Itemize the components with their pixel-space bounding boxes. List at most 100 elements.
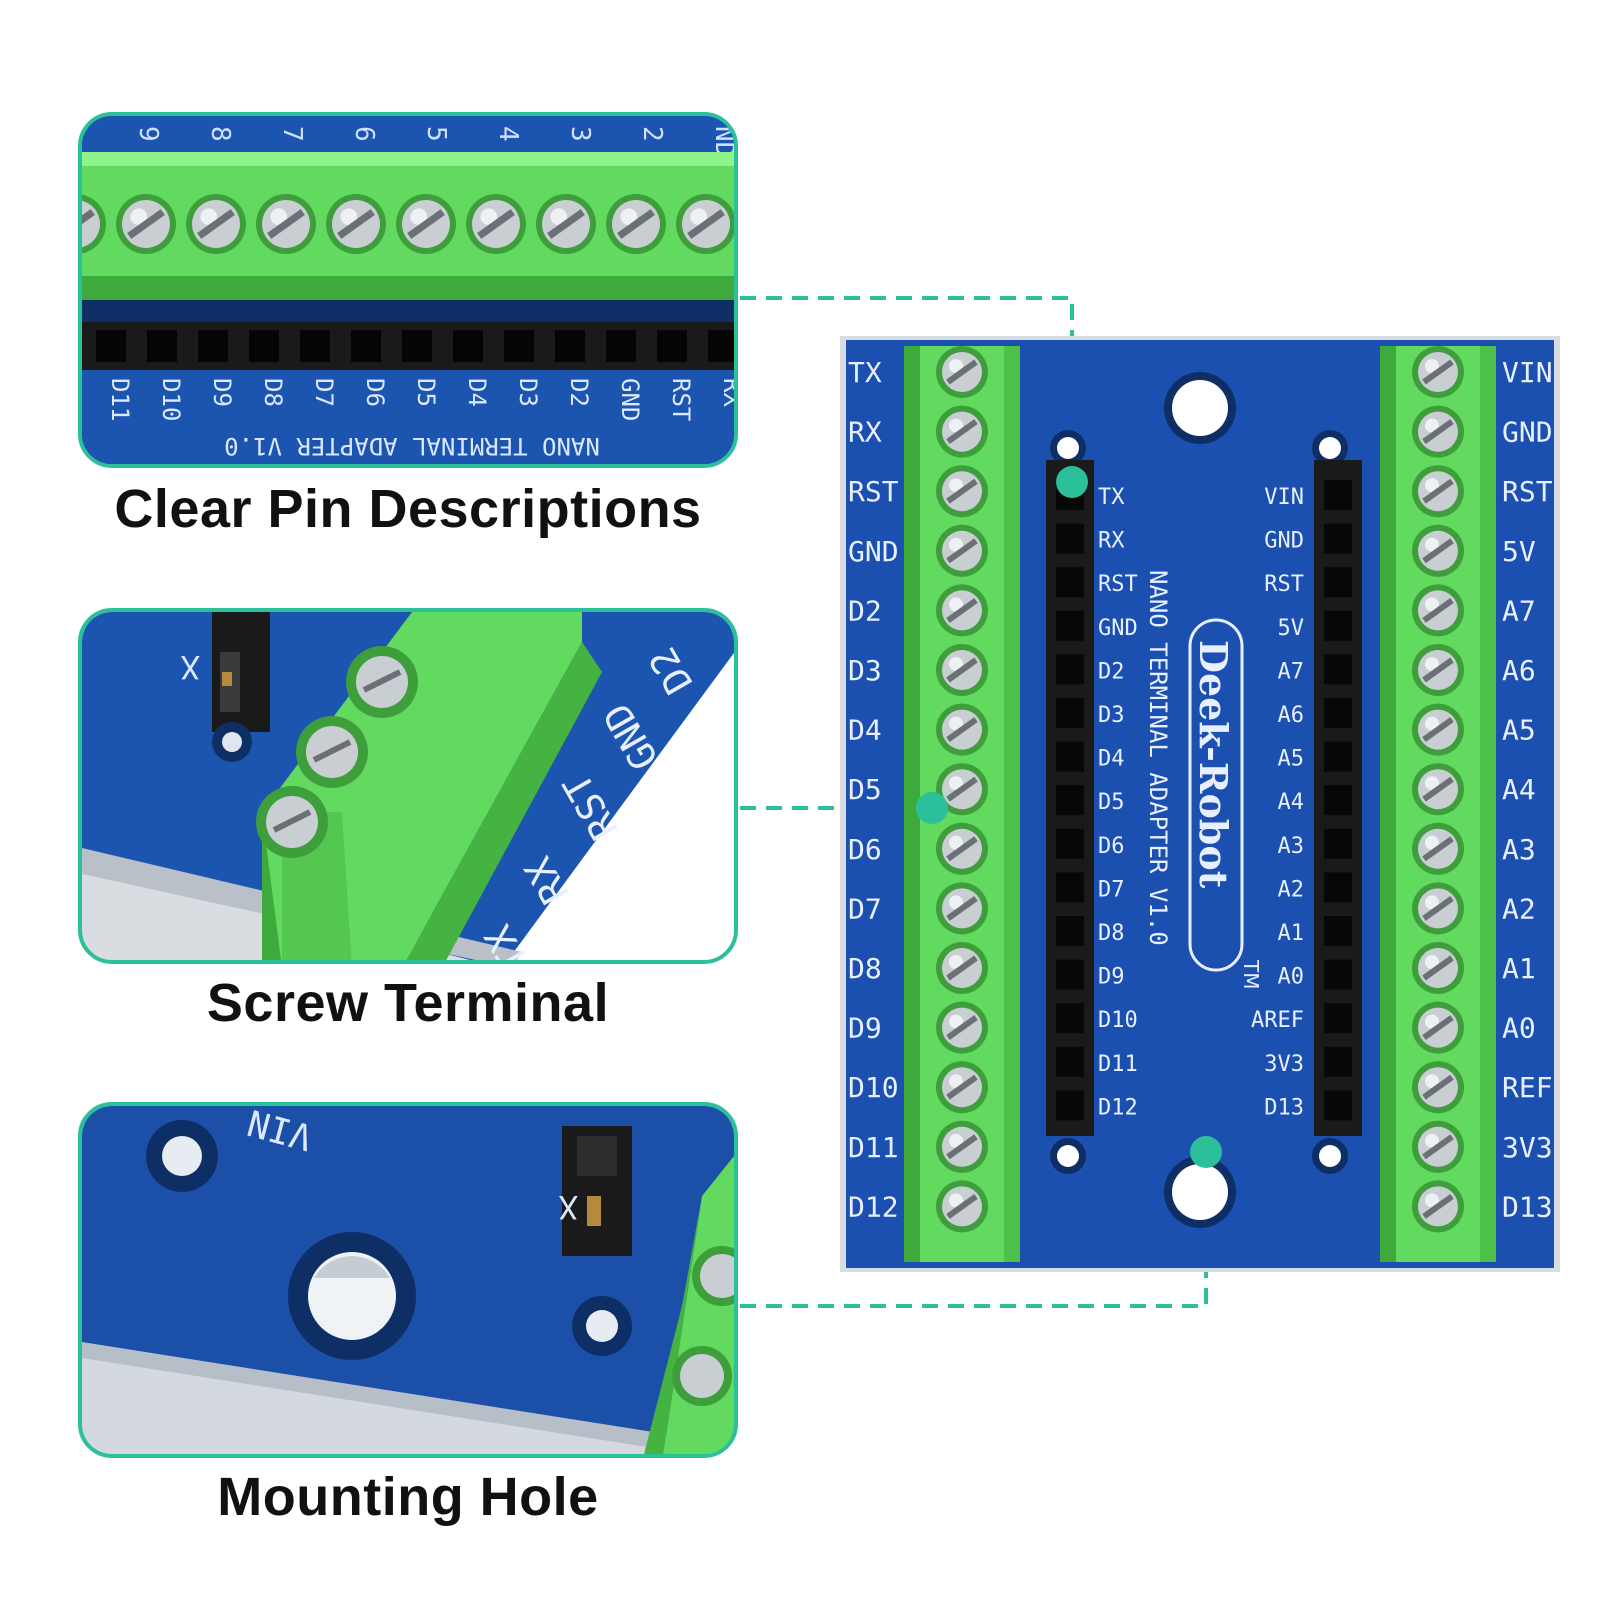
left-header-label: D8 xyxy=(1098,921,1125,946)
zoom-screw xyxy=(396,194,456,254)
right-header-label: 3V3 xyxy=(1264,1052,1304,1077)
right-header-label: D13 xyxy=(1264,1095,1304,1120)
left-header-label: D3 xyxy=(1098,703,1125,728)
pins-model-text: NANO TERMINAL ADAPTER V1.0 xyxy=(224,432,600,460)
zoom-header-pin xyxy=(147,330,177,362)
right-terminal-label: A3 xyxy=(1502,833,1536,866)
header-pin xyxy=(1324,480,1352,510)
left-terminal-label: D2 xyxy=(848,594,882,627)
terminal-screw xyxy=(936,346,988,398)
pins-bottom-label: D6 xyxy=(361,378,389,407)
terminal-screw xyxy=(1412,644,1464,696)
caption-screw-terminal: Screw Terminal xyxy=(206,973,610,1033)
pins-top-label: 5 xyxy=(421,126,451,142)
zoom-header-pin xyxy=(555,330,585,362)
header-pin xyxy=(1056,785,1084,816)
callout-lines xyxy=(740,296,1208,1308)
header-pin xyxy=(1056,1003,1084,1034)
left-terminal-label: TX xyxy=(848,356,882,389)
header-pin xyxy=(1056,916,1084,946)
left-terminal-label: D7 xyxy=(848,892,882,925)
zoom-screw xyxy=(326,194,386,254)
header-pin xyxy=(1324,610,1352,641)
pins-top-label: 3 xyxy=(565,126,595,142)
header-pin xyxy=(1056,523,1084,554)
terminal-screw xyxy=(936,644,988,696)
pins-bottom-label: D9 xyxy=(208,378,236,407)
zoom-header-pin xyxy=(198,330,228,362)
terminal-screw xyxy=(936,703,988,756)
terminal-screw xyxy=(936,1001,988,1054)
left-header-label: D11 xyxy=(1098,1052,1138,1077)
pins-top-label: 7 xyxy=(277,126,307,142)
terminal-screw xyxy=(936,763,988,816)
right-terminal-label: D13 xyxy=(1502,1190,1553,1223)
left-terminal-label: D11 xyxy=(848,1131,899,1164)
screw-left-label: X xyxy=(181,648,200,686)
zoom-header-pin xyxy=(351,330,381,362)
terminal-screw xyxy=(936,822,988,875)
right-terminal-label: 3V3 xyxy=(1502,1131,1553,1164)
pcb xyxy=(846,340,1554,1268)
header-pin xyxy=(1324,741,1352,772)
header-pin xyxy=(1056,872,1084,903)
pins-bottom-label: D11 xyxy=(106,378,134,421)
pins-bottom-label: GND xyxy=(616,378,644,421)
left-header-label: D7 xyxy=(1098,877,1125,902)
terminal-screw xyxy=(1412,1120,1464,1173)
header-pin xyxy=(1056,698,1084,728)
pins-bottom-label: D5 xyxy=(412,378,440,407)
header-pin xyxy=(1056,828,1084,859)
left-header-label: D2 xyxy=(1098,659,1125,684)
header-pin xyxy=(1056,610,1084,641)
left-terminal-label: D8 xyxy=(848,952,882,985)
zoom-screw xyxy=(606,194,666,254)
right-terminal-label: REF xyxy=(1502,1071,1553,1104)
right-terminal-label: RST xyxy=(1502,475,1553,508)
terminal-screw xyxy=(1412,405,1464,458)
right-header-label: A3 xyxy=(1278,834,1305,859)
pins-top-label: 2 xyxy=(637,126,667,142)
terminal-screw xyxy=(1412,465,1464,518)
right-terminal-label: A5 xyxy=(1502,714,1536,747)
right-terminal-label: A0 xyxy=(1502,1012,1536,1045)
caption-pin-descriptions: Clear Pin Descriptions xyxy=(114,479,702,539)
header-pin xyxy=(1324,916,1352,946)
left-terminal-label: D10 xyxy=(848,1071,899,1104)
terminal-screw xyxy=(936,524,988,577)
right-header-label: A2 xyxy=(1278,877,1305,902)
terminal-screw xyxy=(1412,1180,1464,1233)
pins-bottom-label: D2 xyxy=(565,378,593,407)
terminal-screw xyxy=(936,882,988,935)
left-terminal-label: GND xyxy=(848,535,899,568)
right-terminal-label: A6 xyxy=(1502,654,1536,687)
zoom-header-pin xyxy=(606,330,636,362)
zoom-header-pin xyxy=(708,330,734,362)
terminal-screw xyxy=(1412,1001,1464,1054)
pins-top-label: 8 xyxy=(205,126,235,142)
header-pin xyxy=(1324,959,1352,990)
terminal-screw xyxy=(1412,763,1464,816)
left-terminal-block xyxy=(904,346,1020,1262)
board-model-text: NANO TERMINAL ADAPTER V1.0 xyxy=(1144,570,1172,946)
zoom-screw xyxy=(256,194,316,254)
terminal-screw xyxy=(936,405,988,458)
board-brand-text: Deek-Robot xyxy=(1191,640,1236,889)
board-tm-text: TM xyxy=(1239,959,1263,989)
zoom-screw xyxy=(82,194,106,254)
right-header-label: RST xyxy=(1264,572,1304,597)
terminal-screw xyxy=(936,1180,988,1233)
header-pin xyxy=(1324,872,1352,903)
header-pin xyxy=(1324,1003,1352,1034)
pins-bottom-label: D3 xyxy=(514,378,542,407)
header-pin xyxy=(1056,741,1084,772)
header-pin xyxy=(1056,567,1084,598)
pins-bottom-label: D4 xyxy=(463,378,491,407)
terminal-screw xyxy=(1412,1061,1464,1114)
left-header-label: RX xyxy=(1098,529,1125,554)
terminal-screw xyxy=(936,1061,988,1114)
left-header-label: D9 xyxy=(1098,965,1125,990)
right-header-label: A5 xyxy=(1278,747,1305,772)
zoom-header-pin xyxy=(657,330,687,362)
